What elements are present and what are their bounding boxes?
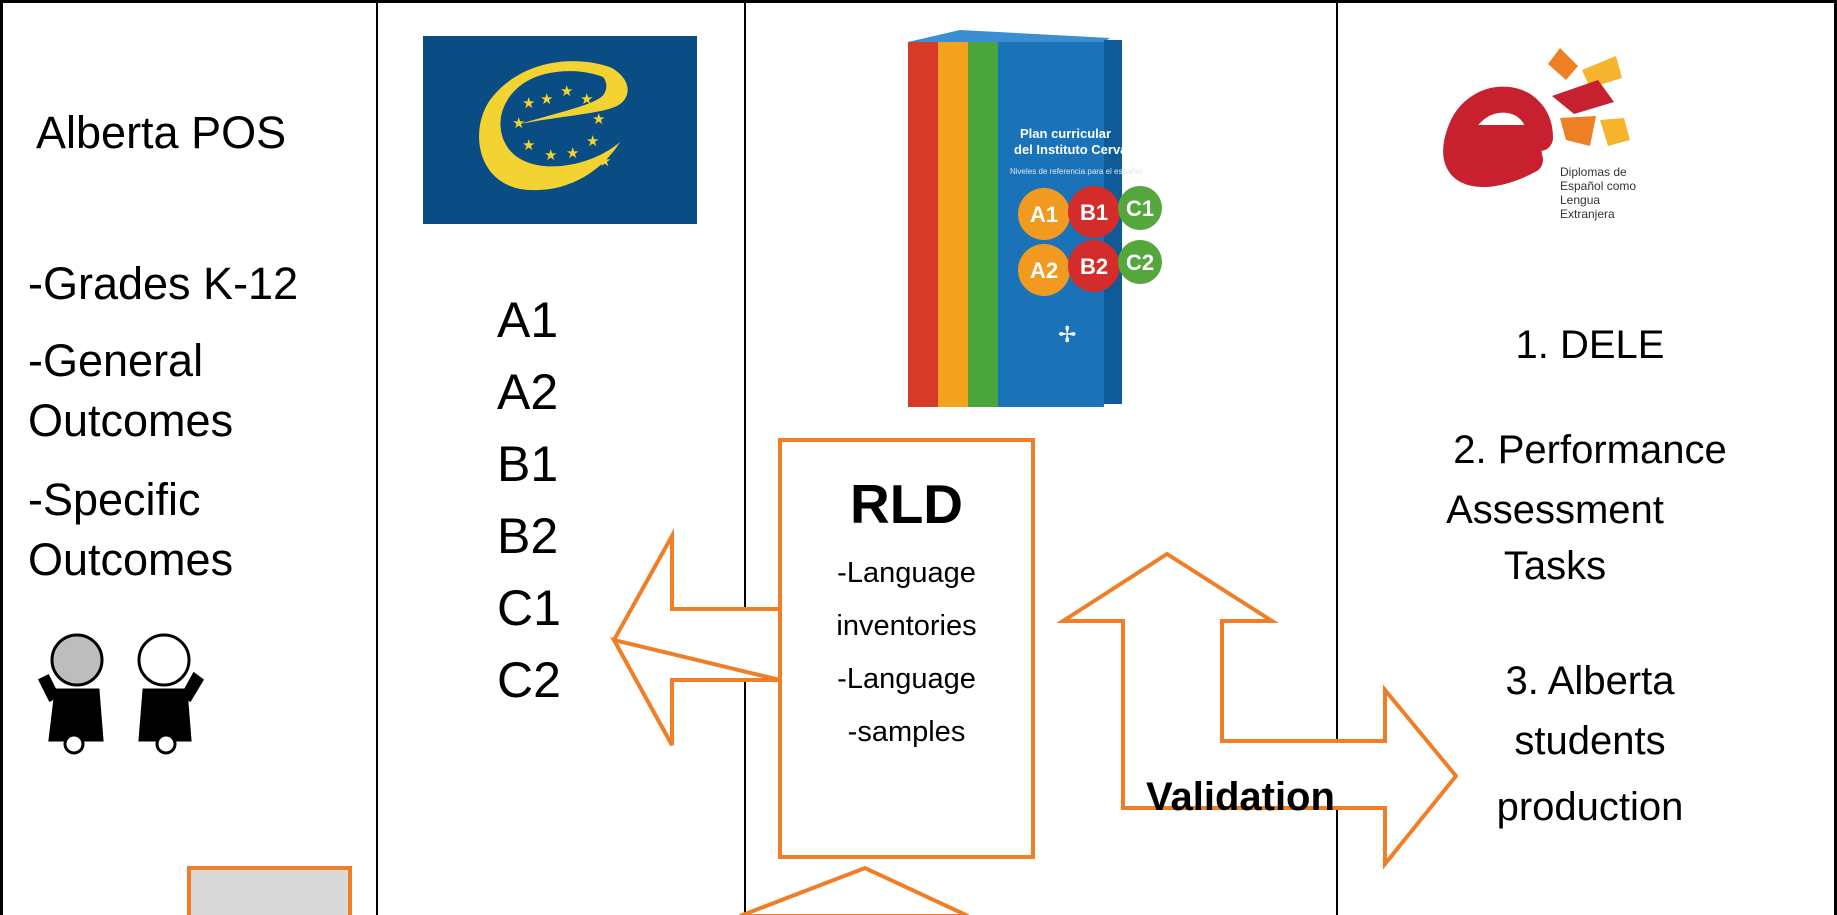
level-c2: C2 (497, 652, 561, 708)
alberta-pos-title: Alberta POS (36, 107, 287, 158)
book-level-c2: C2 (1126, 250, 1154, 275)
book-subtitle: Niveles de referencia para el español (1010, 167, 1142, 176)
council-of-europe-logo-icon: ★★★ ★★★ ★★★ ★★★ (423, 36, 697, 224)
dele-logo-icon: Diplomas de Español como Lengua Extranje… (1443, 48, 1636, 221)
svg-text:★: ★ (580, 90, 593, 108)
svg-text:★: ★ (586, 132, 599, 150)
level-b2: B2 (497, 508, 559, 564)
dele-logo-line-1: Diplomas de (1560, 165, 1627, 179)
svg-text:★: ★ (512, 114, 525, 132)
svg-text:★: ★ (522, 94, 535, 112)
grades-item: -Grades K-12 (28, 258, 299, 309)
book-level-a2: A2 (1030, 258, 1058, 283)
item-alberta-line-1: 3. Alberta (1505, 659, 1675, 703)
item-performance-line-1: 2. Performance (1453, 428, 1727, 472)
bottom-left-box (187, 866, 352, 915)
book-level-c1: C1 (1126, 196, 1154, 221)
svg-text:★: ★ (598, 152, 611, 170)
dele-logo-line-4: Extranjera (1560, 207, 1615, 221)
rld-item-language-2: -Language (837, 663, 976, 695)
svg-text:★: ★ (560, 82, 573, 100)
rld-item-language-1: -Language (837, 557, 976, 589)
svg-text:✢: ✢ (1058, 323, 1076, 348)
general-outcomes-item: Outcomes (28, 395, 234, 446)
svg-text:★: ★ (540, 90, 553, 108)
validation-arrow (1056, 551, 1459, 870)
dele-logo-line-2: Español como (1560, 179, 1636, 193)
item-dele: 1. DELE (1515, 323, 1665, 367)
arrow-left-upper (611, 528, 782, 746)
level-c1: C1 (497, 580, 561, 636)
plan-curricular-books-icon: Plan curricular del Instituto Cervantes … (908, 30, 1162, 407)
svg-text:★: ★ (522, 136, 535, 154)
rld-item-inventories: inventories (836, 610, 977, 642)
book-title-line-1: Plan curricular (1020, 126, 1111, 141)
validation-label: Validation (1146, 775, 1335, 819)
book-level-b1: B1 (1080, 200, 1108, 225)
svg-text:★: ★ (506, 156, 519, 174)
svg-text:★: ★ (592, 110, 605, 128)
level-b1: B1 (497, 436, 559, 492)
book-level-b2: B2 (1080, 254, 1108, 279)
rld-item-samples: -samples (847, 716, 966, 748)
rld-box (778, 438, 1035, 859)
rld-title: RLD (849, 473, 964, 535)
book-title-line-2: del Instituto Cervantes (1014, 142, 1154, 157)
svg-text:★: ★ (566, 144, 579, 162)
arrow-bottom-up (739, 865, 969, 915)
book-level-a1: A1 (1030, 202, 1058, 227)
level-a1: A1 (497, 292, 559, 348)
level-a2: A2 (497, 364, 559, 420)
item-performance-line-2: Assessment (1446, 488, 1664, 532)
item-alberta-line-2: students (1514, 719, 1666, 763)
item-performance-line-3: Tasks (1503, 544, 1607, 588)
arrow-left-lower (610, 636, 781, 746)
specific-item: -Specific (28, 474, 201, 525)
svg-text:★: ★ (544, 146, 557, 164)
item-alberta-line-3: production (1496, 785, 1684, 829)
specific-outcomes-item: Outcomes (28, 534, 234, 585)
dele-logo-line-3: Lengua (1560, 193, 1600, 207)
two-people-discussing-icon (37, 633, 204, 755)
general-item: -General (28, 335, 204, 386)
